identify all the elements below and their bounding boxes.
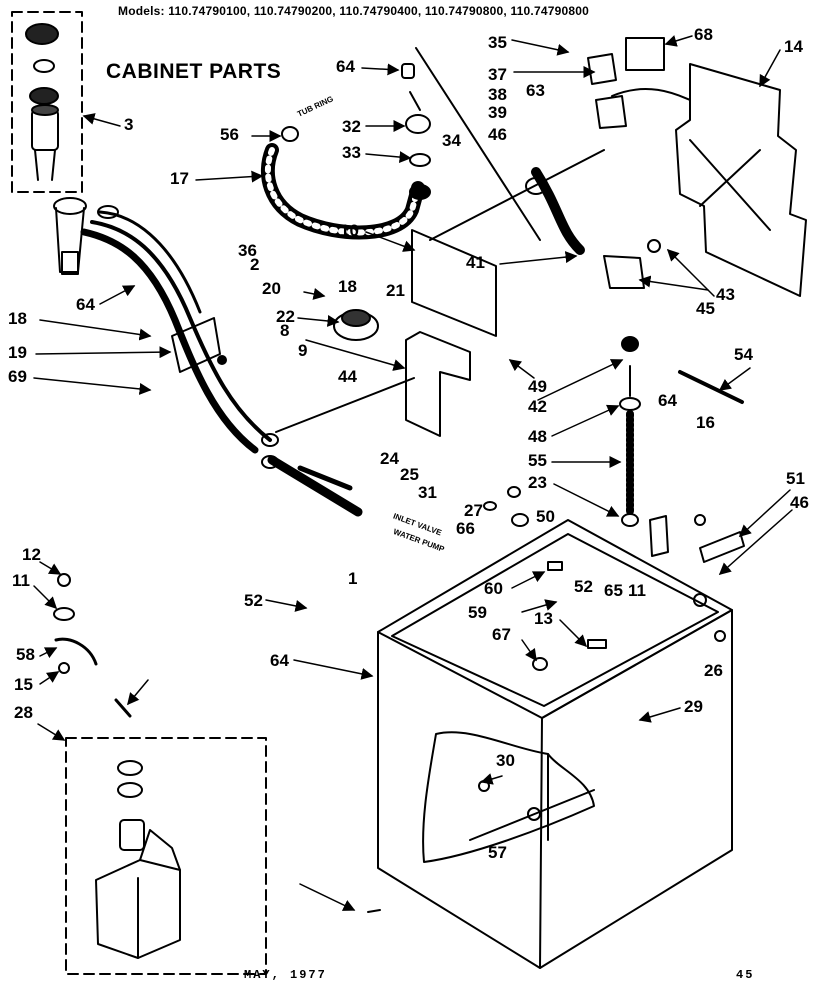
callout-41: 41 <box>466 253 485 272</box>
callout-57: 57 <box>488 843 507 862</box>
callout-67: 67 <box>492 625 511 644</box>
diagram-title: CABINET PARTS <box>106 60 282 83</box>
callout-18: 18 <box>8 309 27 328</box>
callout-68: 68 <box>694 25 713 44</box>
callout-38: 38 <box>488 85 507 104</box>
callout-64: 64 <box>658 391 677 410</box>
valve-43 <box>603 255 645 289</box>
callout-56: 56 <box>220 125 239 144</box>
bracket-8 <box>171 317 221 373</box>
callout-64: 64 <box>76 295 95 314</box>
callout-52: 52 <box>574 577 593 596</box>
callout-34: 34 <box>442 131 461 150</box>
callout-19: 19 <box>8 343 27 362</box>
callout-46: 46 <box>790 493 809 512</box>
models-header: Models: 110.74790100, 110.74790200, 110.… <box>118 4 589 18</box>
callout-31: 31 <box>418 483 437 502</box>
callout-63: 63 <box>526 81 545 100</box>
callout-58: 58 <box>16 645 35 664</box>
panel-14 <box>675 63 807 297</box>
callout-20: 20 <box>262 279 281 298</box>
callout-28: 28 <box>14 703 33 722</box>
callout-52: 52 <box>244 591 263 610</box>
hose-3 <box>80 228 259 454</box>
callout-14: 14 <box>784 37 803 56</box>
callout-21: 21 <box>386 281 405 300</box>
callout-22: 22 <box>276 307 295 326</box>
callout-17: 17 <box>170 169 189 188</box>
callout-49: 49 <box>528 377 547 396</box>
callout-39: 39 <box>488 103 507 122</box>
callout-64: 64 <box>336 57 355 76</box>
callout-1: 1 <box>348 569 358 588</box>
callout-37: 37 <box>488 65 507 84</box>
callout-43: 43 <box>716 285 735 304</box>
callout-9: 9 <box>298 341 308 360</box>
callout-30: 30 <box>496 751 515 770</box>
fill-spout <box>53 197 87 275</box>
callout-35: 35 <box>488 33 507 52</box>
callout-16: 16 <box>696 413 715 432</box>
callout-54: 54 <box>734 345 753 364</box>
callout-13: 13 <box>534 609 553 628</box>
panel-10 <box>411 229 497 337</box>
callout-48: 48 <box>528 427 547 446</box>
callout-18: 18 <box>338 277 357 296</box>
callout-11: 11 <box>12 571 30 590</box>
callout-12: 12 <box>22 545 41 564</box>
callout-59: 59 <box>468 603 487 622</box>
kit-box-2 <box>11 11 83 193</box>
kit-box-15 <box>65 737 267 975</box>
callout-60: 60 <box>484 579 503 598</box>
callout-46: 46 <box>488 125 507 144</box>
callout-26: 26 <box>704 661 723 680</box>
hose-21 <box>267 455 363 517</box>
callout-32: 32 <box>342 117 361 136</box>
callout-11: 11 <box>628 581 646 600</box>
callout-10: 10 <box>340 221 359 240</box>
callout-50: 50 <box>536 507 555 526</box>
callout-64: 64 <box>270 651 289 670</box>
cabinet-28 <box>367 519 733 969</box>
callout-8: 8 <box>280 321 290 340</box>
callout-69: 69 <box>8 367 27 386</box>
callout-51: 51 <box>786 469 805 488</box>
callout-24: 24 <box>380 449 399 468</box>
callout-36: 36 <box>238 241 257 260</box>
callout-2: 2 <box>250 255 260 274</box>
callout-65: 65 <box>604 581 623 600</box>
callout-25: 25 <box>400 465 419 484</box>
callout-3: 3 <box>124 115 134 134</box>
callout-23: 23 <box>528 473 547 492</box>
callout-27: 27 <box>464 501 483 520</box>
callout-29: 29 <box>684 697 703 716</box>
footer-page-number: 45 <box>736 968 755 982</box>
callout-33: 33 <box>342 143 361 162</box>
spout-parts <box>25 23 59 181</box>
callout-55: 55 <box>528 451 547 470</box>
callout-45: 45 <box>696 299 715 318</box>
callout-44: 44 <box>338 367 357 386</box>
footer-date: MAY, 1977 <box>244 968 327 982</box>
callout-42: 42 <box>528 397 547 416</box>
bracket-20 <box>405 331 471 437</box>
callout-15: 15 <box>14 675 33 694</box>
callout-66: 66 <box>456 519 475 538</box>
